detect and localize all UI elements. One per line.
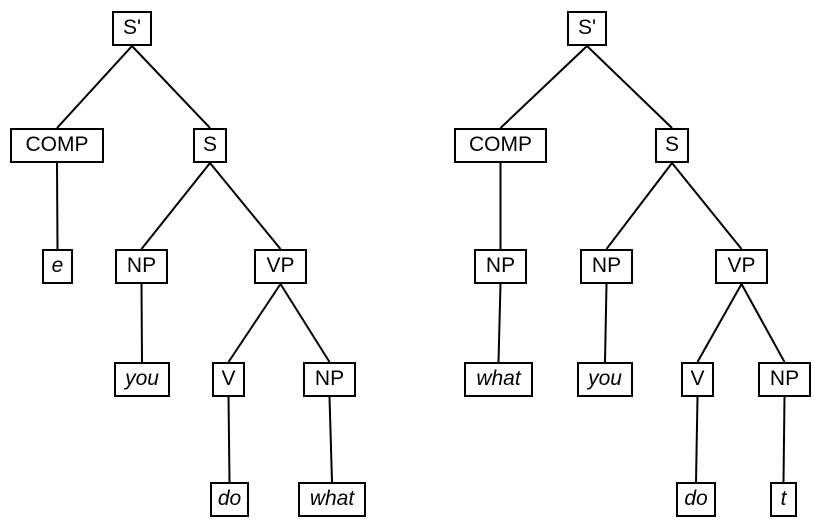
tree-branch-l-s-to-l-vp: [209, 162, 282, 250]
tree-node-r-comp: COMP: [454, 128, 547, 163]
tree-node-l-v: V: [212, 362, 245, 397]
tree-node-label: NP: [591, 254, 622, 277]
tree-node-label: what: [309, 487, 355, 510]
tree-node-label: VP: [727, 254, 756, 277]
tree-branch-r-vp-to-r-v: [696, 283, 743, 363]
tree-branch-l-comp-to-l-e: [56, 162, 59, 250]
tree-node-label: COMP: [25, 133, 89, 156]
tree-node-label: t: [780, 487, 787, 510]
tree-node-r-s: S: [655, 128, 689, 163]
tree-node-label: S: [202, 133, 217, 156]
tree-node-label: NP: [769, 367, 800, 390]
tree-node-r-v: V: [681, 362, 714, 397]
tree-branch-r-s-to-r-vp: [671, 162, 743, 250]
tree-branch-r-np2-to-r-t: [782, 396, 786, 483]
tree-branch-r-np0-to-r-what: [497, 283, 502, 363]
tree-branch-r-sbar-to-r-s: [586, 45, 673, 129]
tree-node-l-s: S: [193, 128, 227, 163]
tree-node-r-np2: NP: [758, 362, 811, 397]
tree-node-label: what: [476, 367, 521, 390]
tree-node-label: NP: [314, 367, 345, 390]
tree-branch-r-np1-to-r-you: [604, 283, 608, 363]
tree-node-label: NP: [485, 254, 516, 277]
tree-node-label: S: [664, 133, 679, 156]
tree-branch-r-s-to-r-np1: [605, 162, 673, 250]
tree-node-l-np1: NP: [115, 249, 168, 284]
tree-node-label: V: [690, 367, 705, 390]
tree-node-label: S': [577, 16, 597, 39]
tree-node-r-you: you: [577, 362, 633, 397]
tree-node-r-what: what: [464, 362, 533, 397]
tree-node-l-comp: COMP: [10, 128, 104, 163]
tree-branch-l-sbar-to-l-s: [131, 45, 211, 129]
tree-branch-l-np2-to-l-what: [328, 396, 333, 483]
tree-node-label: you: [125, 367, 159, 390]
tree-node-l-do: do: [210, 482, 249, 517]
tree-node-label: NP: [126, 254, 157, 277]
tree-node-label: VP: [266, 254, 295, 277]
tree-node-l-sbar: S': [112, 11, 152, 46]
tree-node-l-you: you: [114, 362, 170, 397]
tree-branch-l-vp-to-l-np2: [279, 283, 331, 363]
tree-branch-l-np1-to-l-you: [140, 283, 143, 363]
tree-branch-r-sbar-to-r-comp: [499, 45, 588, 129]
tree-branch-r-v-to-r-do: [695, 396, 699, 483]
tree-node-label: you: [588, 367, 622, 390]
tree-node-r-do: do: [676, 482, 716, 517]
tree-node-l-what: what: [298, 482, 366, 517]
tree-node-label: do: [684, 487, 708, 510]
tree-node-l-np2: NP: [303, 362, 356, 397]
tree-node-label: e: [51, 254, 64, 277]
tree-branch-l-v-to-l-do: [227, 396, 231, 483]
tree-node-l-e: e: [42, 249, 73, 284]
tree-node-r-np0: NP: [474, 249, 527, 284]
tree-node-l-vp: VP: [254, 249, 307, 284]
tree-node-r-np1: NP: [580, 249, 633, 284]
tree-branch-l-vp-to-l-v: [227, 283, 282, 363]
tree-node-label: V: [221, 367, 236, 390]
tree-node-r-t: t: [770, 482, 797, 517]
tree-branch-r-vp-to-r-np2: [740, 283, 786, 363]
tree-node-label: COMP: [469, 133, 532, 156]
tree-node-r-sbar: S': [567, 11, 607, 46]
tree-node-label: S': [122, 16, 142, 39]
tree-branch-l-sbar-to-l-comp: [56, 45, 133, 129]
tree-node-r-vp: VP: [715, 249, 768, 284]
tree-branch-l-s-to-l-np1: [140, 162, 211, 250]
tree-node-label: do: [217, 487, 242, 510]
